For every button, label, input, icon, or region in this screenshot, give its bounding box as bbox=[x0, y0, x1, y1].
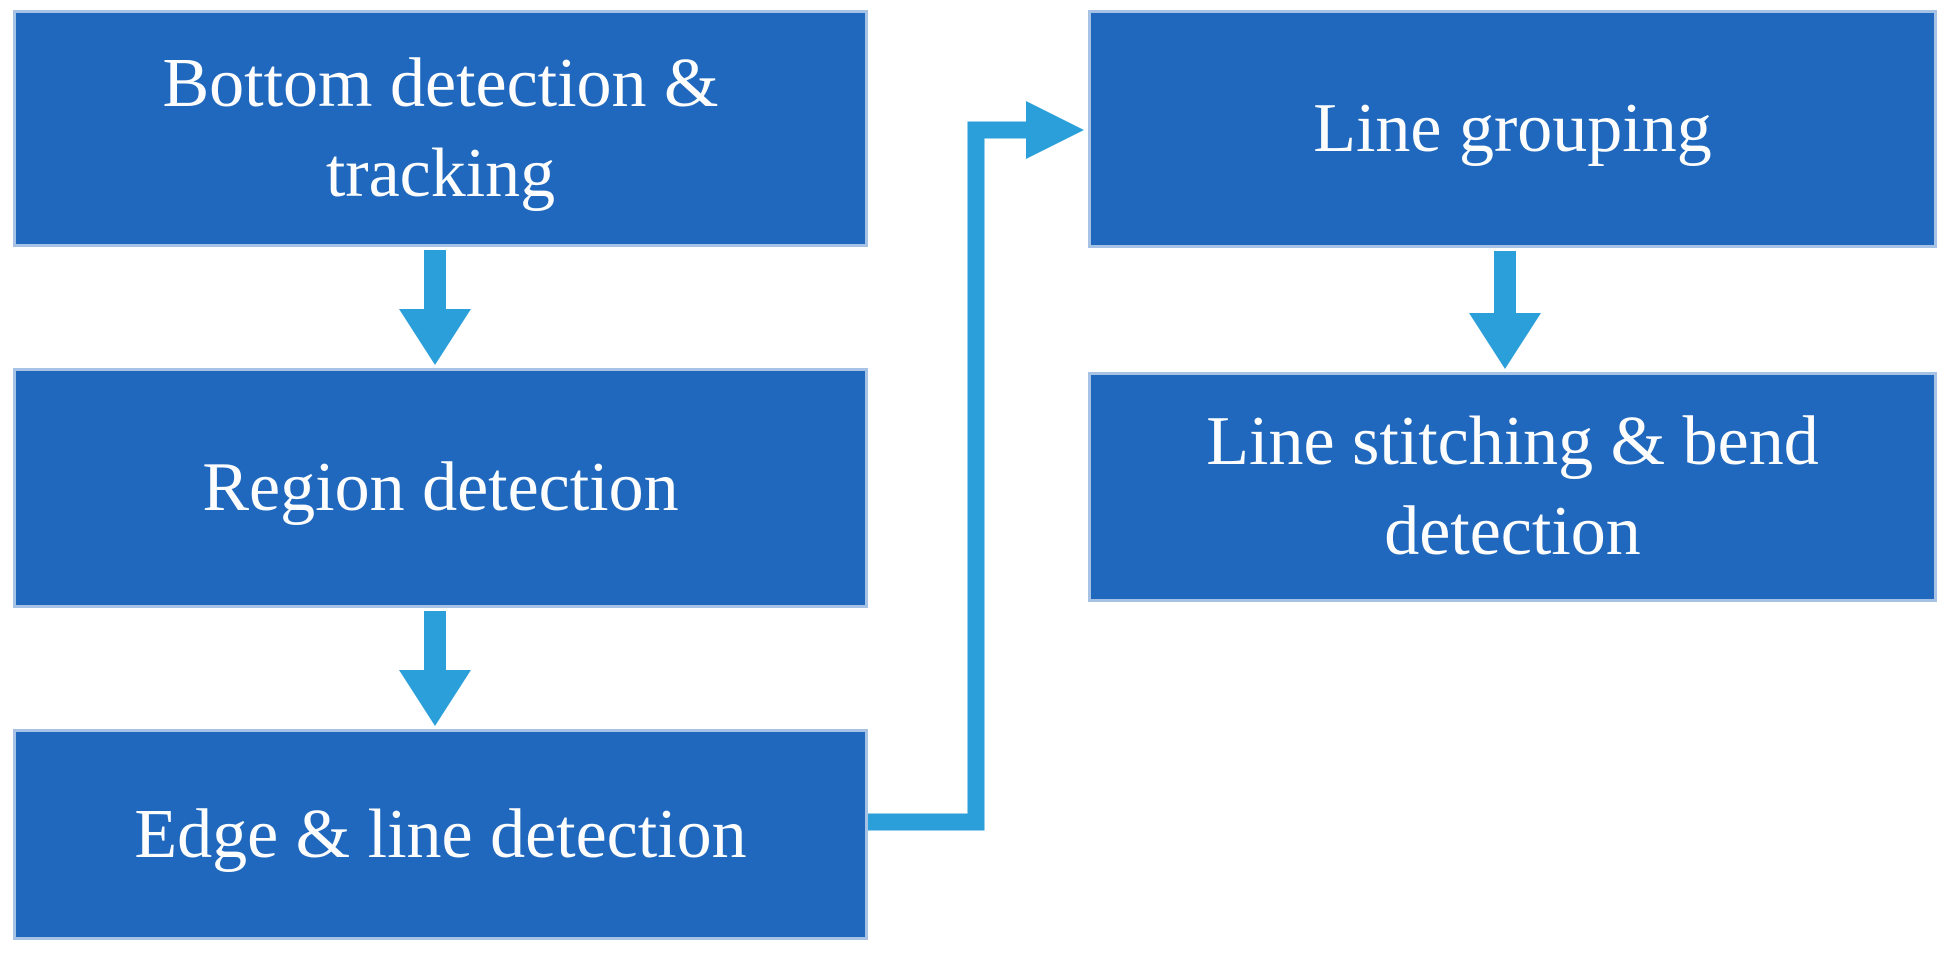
arrow-line-grouping-to-line-stitching-icon bbox=[1469, 251, 1541, 369]
flow-box-edge-line-detection: Edge & line detection bbox=[13, 729, 868, 940]
box-label-line: Line grouping bbox=[1313, 90, 1712, 168]
box-label-line: detection bbox=[1384, 493, 1641, 570]
arrow-region-detection-to-edge-line-detection-icon bbox=[399, 611, 471, 726]
box-label-line: Region detection bbox=[202, 449, 679, 527]
flow-box-region-detection: Region detection bbox=[13, 368, 868, 608]
flow-box-line-grouping: Line grouping bbox=[1088, 10, 1937, 248]
flow-box-bottom-detection-tracking: Bottom detection & tracking bbox=[13, 10, 868, 247]
box-label-line: tracking bbox=[325, 134, 556, 212]
arrow-bottom-detection-to-region-detection-icon bbox=[399, 250, 471, 365]
box-label-line: Edge & line detection bbox=[134, 795, 747, 873]
box-label-line: Bottom detection & bbox=[162, 44, 719, 122]
box-label-line: Line stitching & bend bbox=[1206, 403, 1819, 481]
flow-box-line-stitching-bend-detection: Line stitching & bend detection bbox=[1088, 372, 1937, 602]
elbow-arrow-edge-line-detection-to-line-grouping-icon bbox=[866, 101, 1084, 831]
